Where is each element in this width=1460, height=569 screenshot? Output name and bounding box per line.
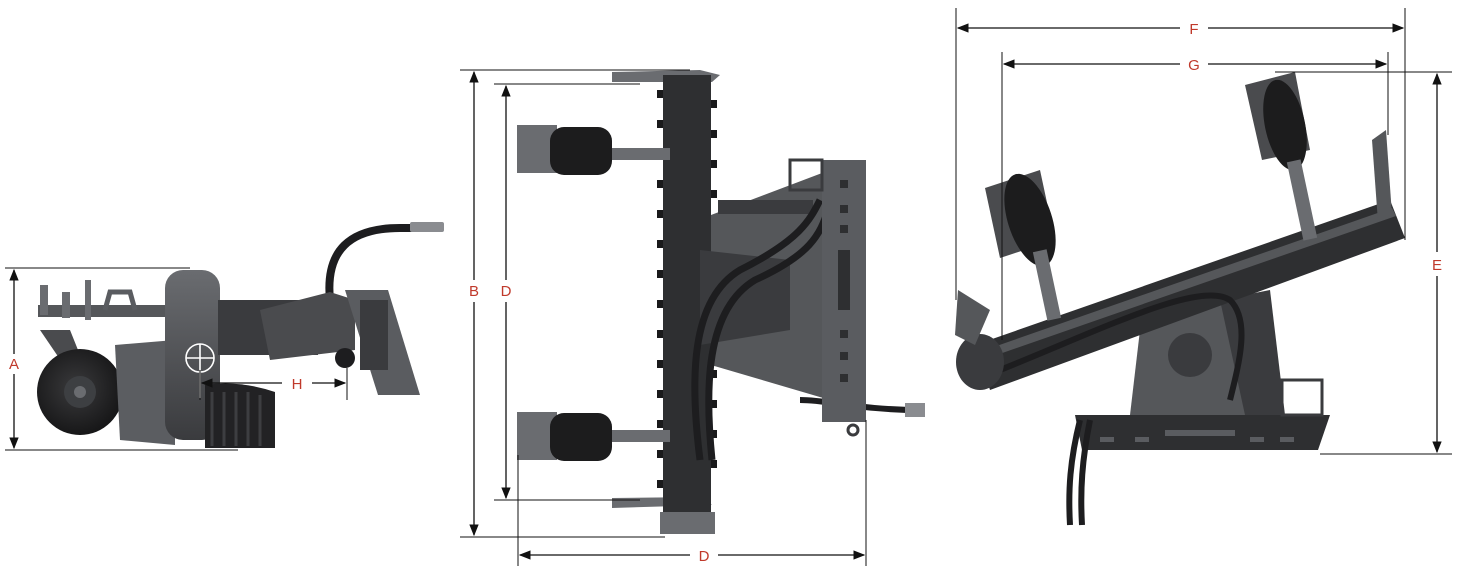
dimension-h: H [199,368,348,400]
dimension-f: F [955,8,1406,300]
top-view-machine [517,70,925,534]
angled-view: F G E [955,8,1452,526]
dimension-label-d-vertical: D [501,283,512,300]
dimension-label-g: G [1188,57,1200,74]
side-view-machine [37,222,444,448]
dimension-label-b: B [469,283,479,300]
dimension-d-horizontal: D [517,420,867,566]
dimension-label-a: A [9,356,19,373]
dimension-label-e: E [1432,257,1442,274]
dimension-label-d-horizontal: D [699,548,710,565]
top-view: B D D [460,69,925,566]
angled-view-machine [955,72,1405,526]
dimension-label-f: F [1189,21,1198,38]
dimension-b: B [460,69,690,538]
side-view: A H [5,222,444,451]
dimension-g: G [1001,52,1389,340]
dimension-label-h: H [292,376,303,393]
dimension-e: E [1275,71,1452,455]
dimension-a: A [5,267,238,451]
